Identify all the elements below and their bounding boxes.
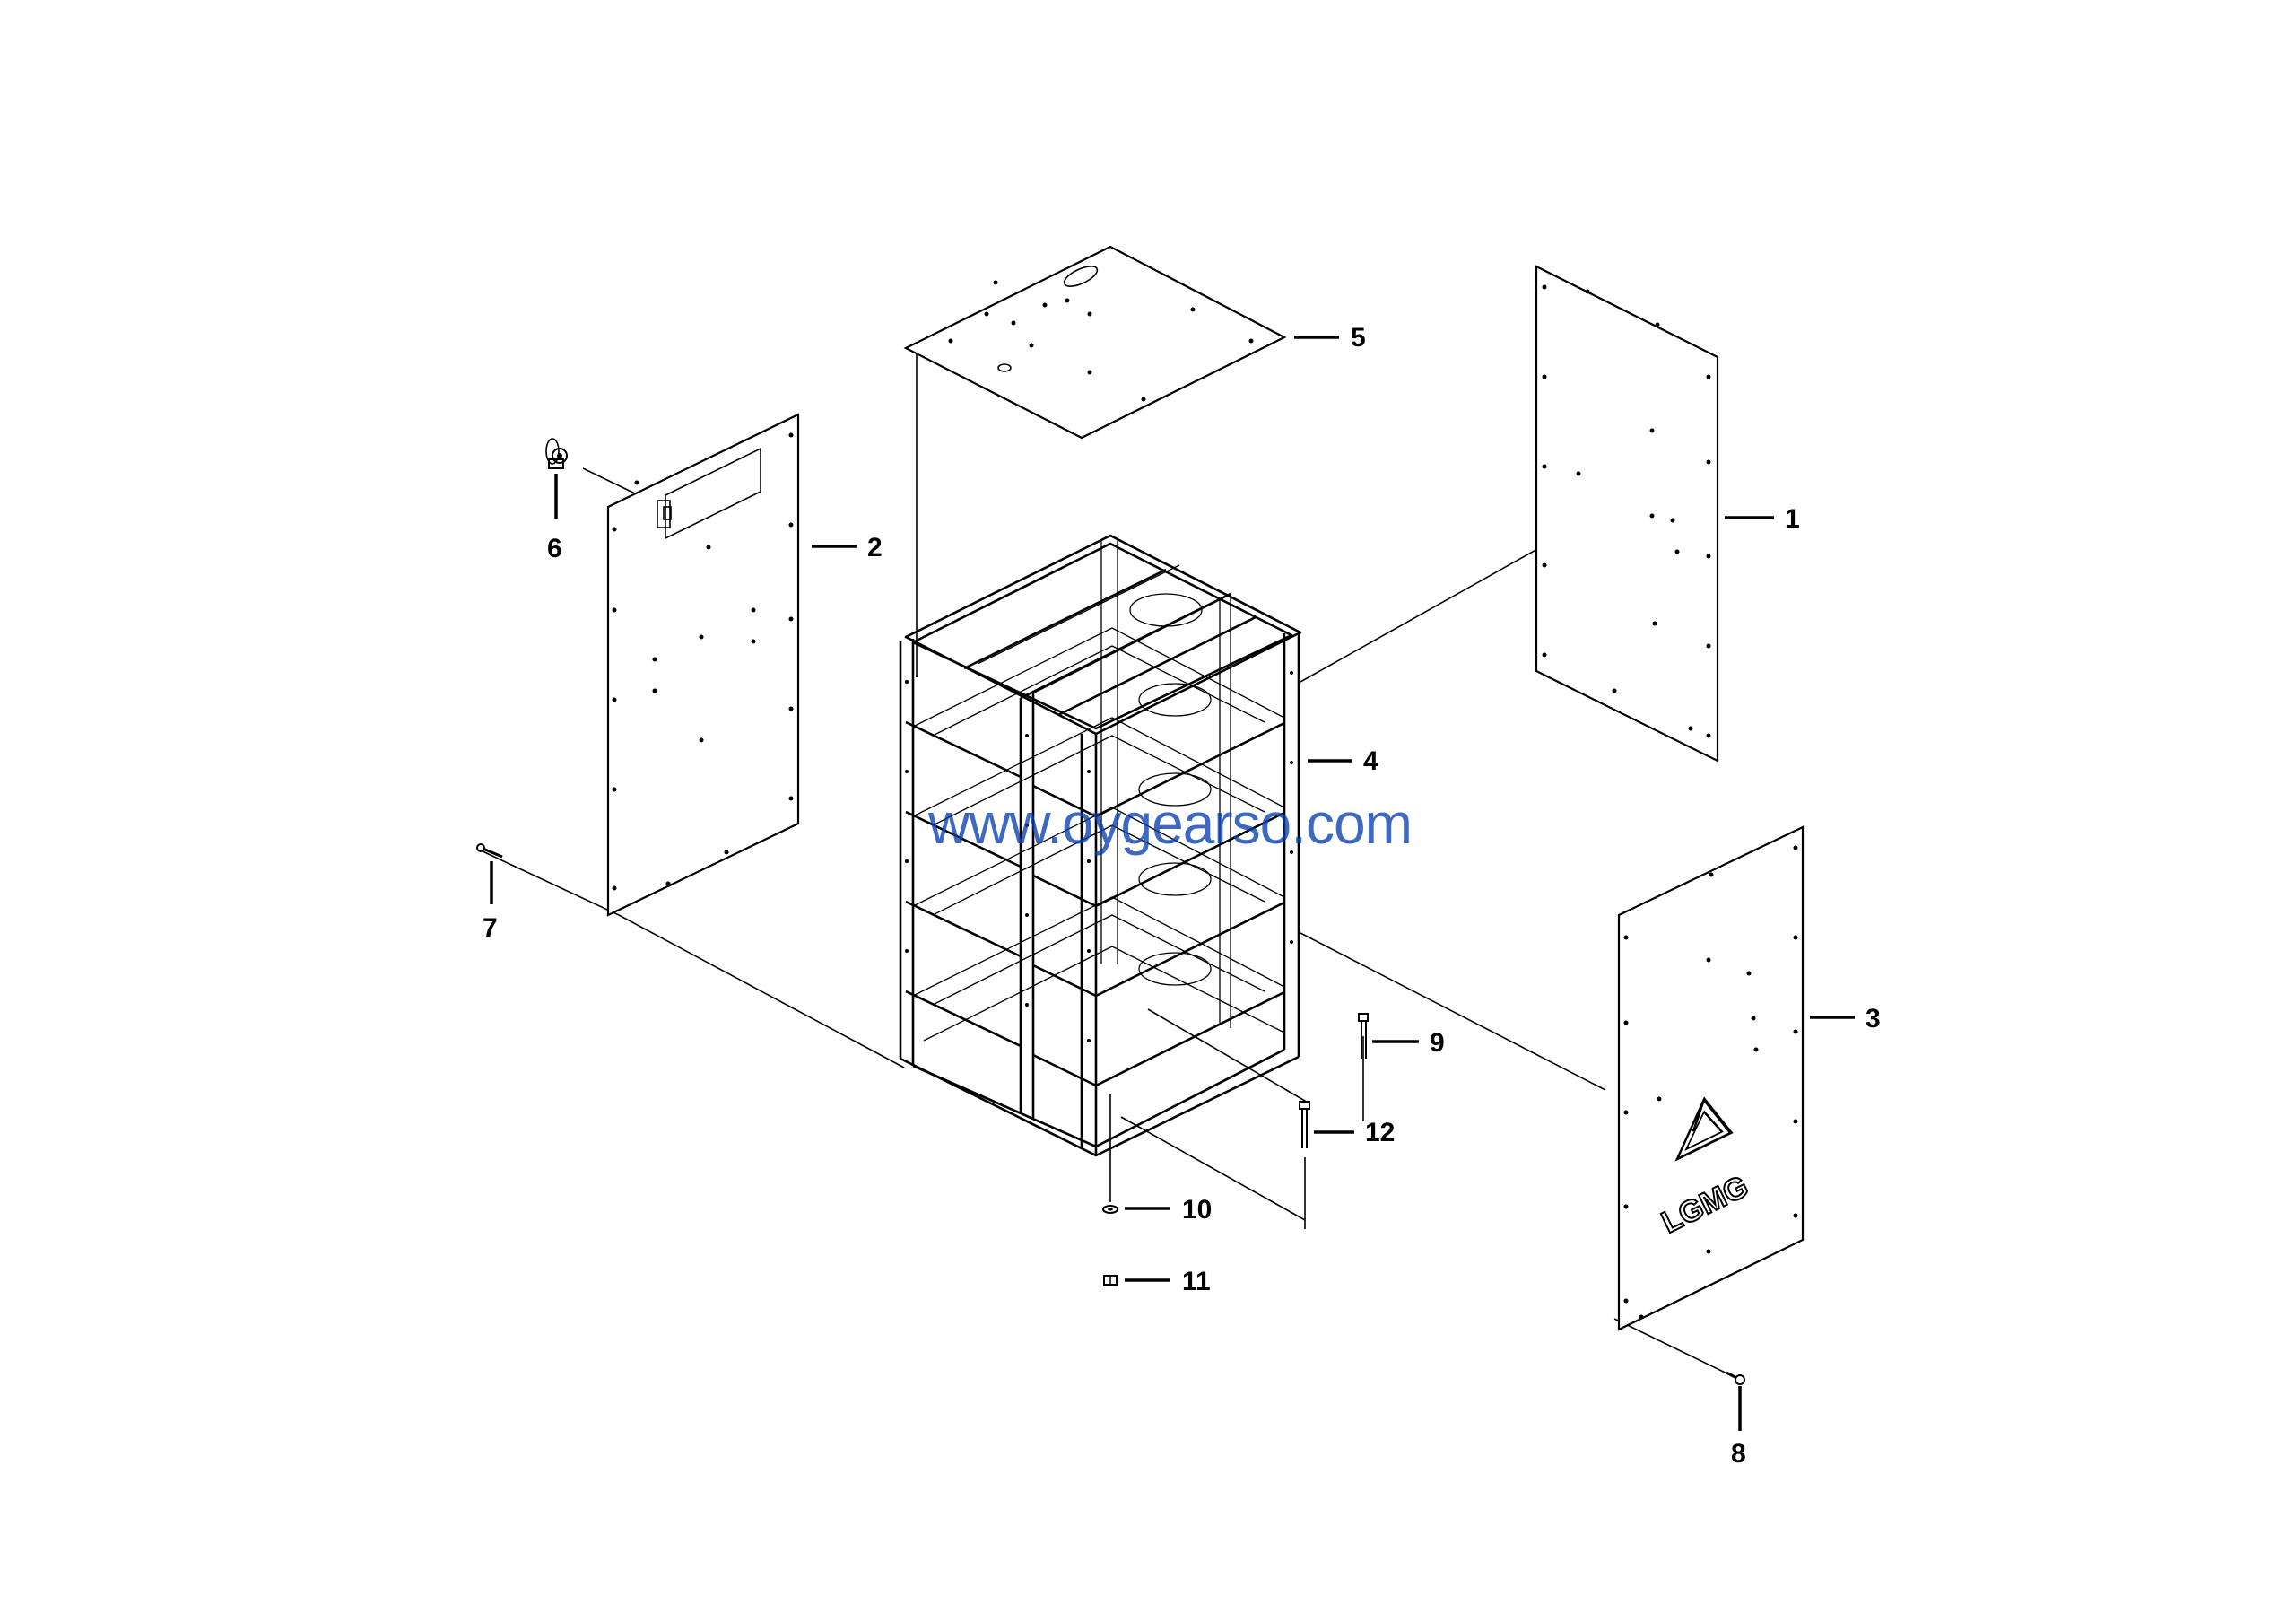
callout-11: 11 [1182,1267,1211,1296]
screw-left [476,843,503,859]
callout-8: 8 [1731,1439,1746,1469]
callout-9: 9 [1430,1028,1445,1058]
callout-3: 3 [1866,1004,1881,1033]
screw-right [1726,1371,1745,1385]
side-panel-right-front: LGMG [1617,825,1805,1331]
side-panel-right-rear [1535,265,1719,763]
frame [899,534,1302,1157]
callout-numbers: 5 1 2 3 4 6 7 8 9 10 11 12 [483,323,1881,1469]
callout-leaders [490,336,1855,1431]
top-panel [903,245,1287,440]
callout-4: 4 [1363,746,1378,776]
callout-2: 2 [867,533,883,562]
nut [1103,1275,1118,1286]
callout-5: 5 [1351,323,1366,353]
side-panel-left [606,413,800,917]
latch [545,438,568,469]
callout-7: 7 [483,913,498,943]
bolt [1299,1101,1310,1148]
lgmg-logo-icon [1674,1096,1734,1162]
callout-12: 12 [1365,1118,1395,1147]
callout-1: 1 [1785,504,1800,534]
watermark-text: www.oygearso.com [927,791,1412,856]
callout-10: 10 [1182,1195,1212,1225]
callout-6: 6 [547,534,562,563]
long-bolt [1358,1013,1369,1059]
washer [1102,1205,1118,1214]
